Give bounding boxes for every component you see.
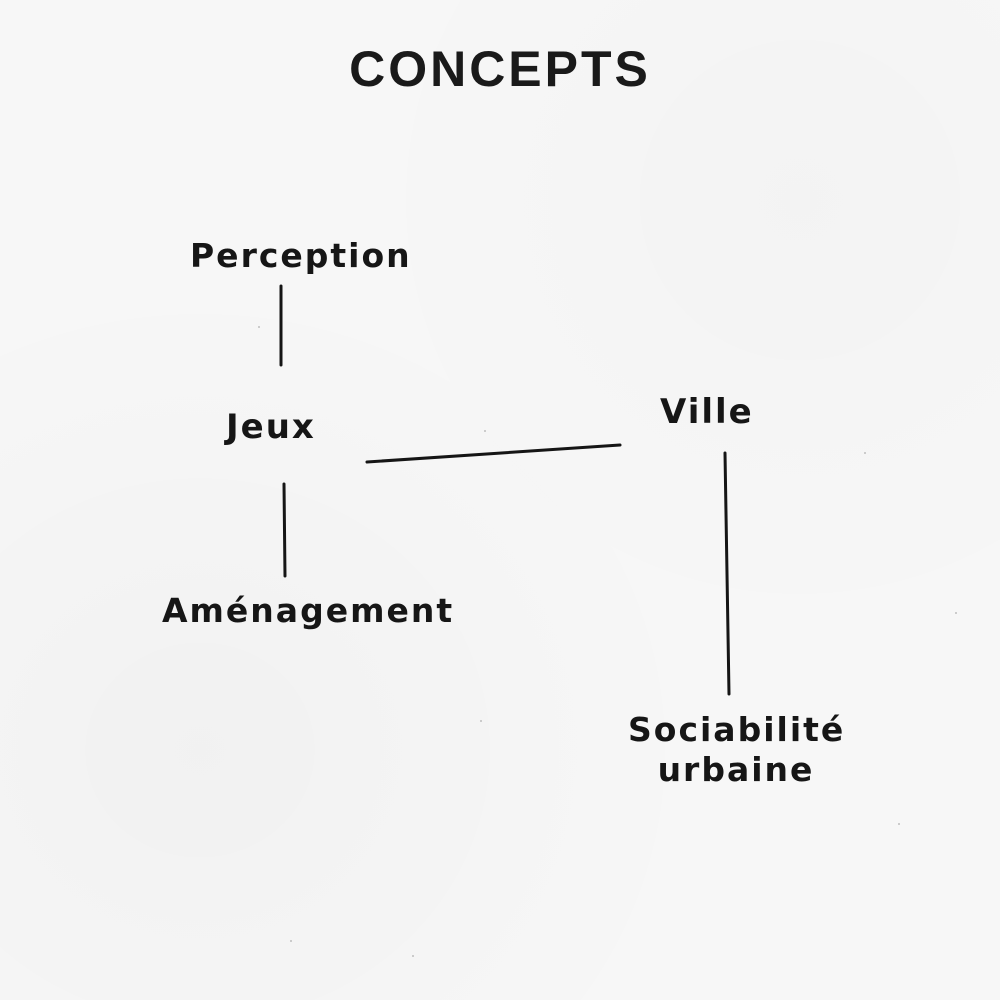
concept-jeux: Jeux [226,407,316,447]
concept-ville: Ville [660,392,754,432]
concept-sociabilite-line2: urbaine [657,750,815,789]
paper-speck [955,612,957,614]
paper-speck [898,823,900,825]
concept-perception: Perception [190,236,412,275]
concept-sociabilite-urbaine: Sociabilité urbaine [628,710,844,790]
link-jeux-ville [365,443,622,464]
paper-speck [864,452,866,454]
paper-speck [290,940,292,942]
paper-speck [484,430,486,432]
concept-amenagement: Aménagement [162,591,455,630]
link-jeux-amenagement [282,482,287,578]
paper-speck [480,720,482,722]
paper-speck [258,326,260,328]
concept-sociabilite-line1: Sociabilité [628,710,846,749]
paper-speck [412,955,414,957]
link-ville-sociabilite [723,451,731,696]
diagram-title: CONCEPTS [349,41,651,97]
